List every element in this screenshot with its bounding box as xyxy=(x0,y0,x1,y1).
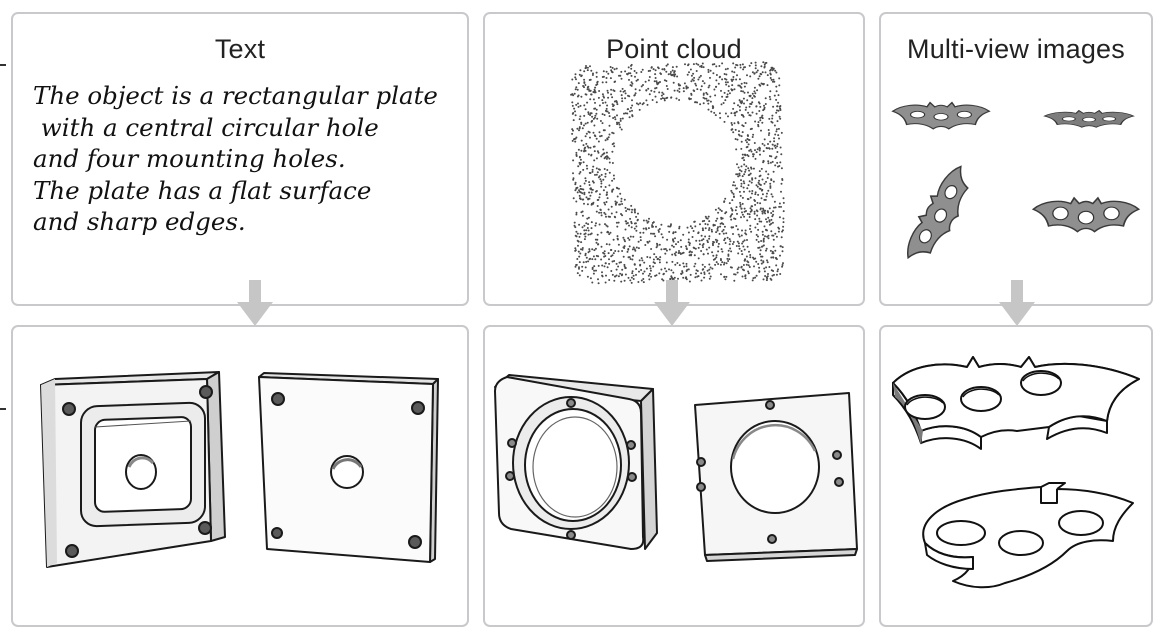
cad-model-flanged-plate xyxy=(494,374,658,550)
cad-model-spinner-bottom xyxy=(922,482,1134,589)
down-arrow-text xyxy=(237,280,273,326)
text-input-panel: Text The object is a rectangular plate w… xyxy=(11,12,469,306)
down-arrow-multi-view xyxy=(999,280,1035,326)
cad-model-framed-plate xyxy=(40,371,226,568)
text-line-1: The object is a rectangular plate xyxy=(33,81,438,110)
text-line-4: The plate has a flat surface xyxy=(33,175,372,205)
render-view-2 xyxy=(1043,109,1135,129)
text-panel-title: Text xyxy=(214,34,266,64)
point-cloud-plot xyxy=(570,61,785,285)
multi-view-renders xyxy=(891,101,1140,270)
edge-tick-top xyxy=(0,64,6,66)
point-cloud-generated-models xyxy=(494,374,858,562)
multi-view-output-panel xyxy=(879,325,1153,627)
render-view-3 xyxy=(897,160,982,270)
text-output-panel xyxy=(11,325,469,627)
text-line-5: and sharp edges. xyxy=(33,207,246,236)
text-line-2: with a central circular hole xyxy=(33,112,379,142)
text-line-3: and four mounting holes. xyxy=(33,144,346,173)
multi-view-panel-title: Multi-view images xyxy=(907,34,1125,64)
multi-view-input-panel: Multi-view images xyxy=(879,12,1153,306)
point-cloud-input-panel: Point cloud xyxy=(483,12,865,306)
multi-view-generated-models xyxy=(892,356,1140,589)
cad-model-flat-plate xyxy=(258,372,439,563)
point-cloud-output-panel xyxy=(483,325,865,627)
cad-model-bored-plate xyxy=(694,392,858,562)
edge-tick-bottom xyxy=(0,408,6,410)
point-cloud-panel-title: Point cloud xyxy=(606,34,742,64)
cad-model-spinner-top xyxy=(892,356,1140,450)
render-view-4 xyxy=(1032,197,1140,233)
render-view-1 xyxy=(891,101,991,130)
text-description: The object is a rectangular plate with a… xyxy=(33,80,438,238)
text-generated-models xyxy=(40,371,439,568)
down-arrow-point-cloud xyxy=(654,280,690,326)
point-cloud-dots xyxy=(570,61,785,285)
